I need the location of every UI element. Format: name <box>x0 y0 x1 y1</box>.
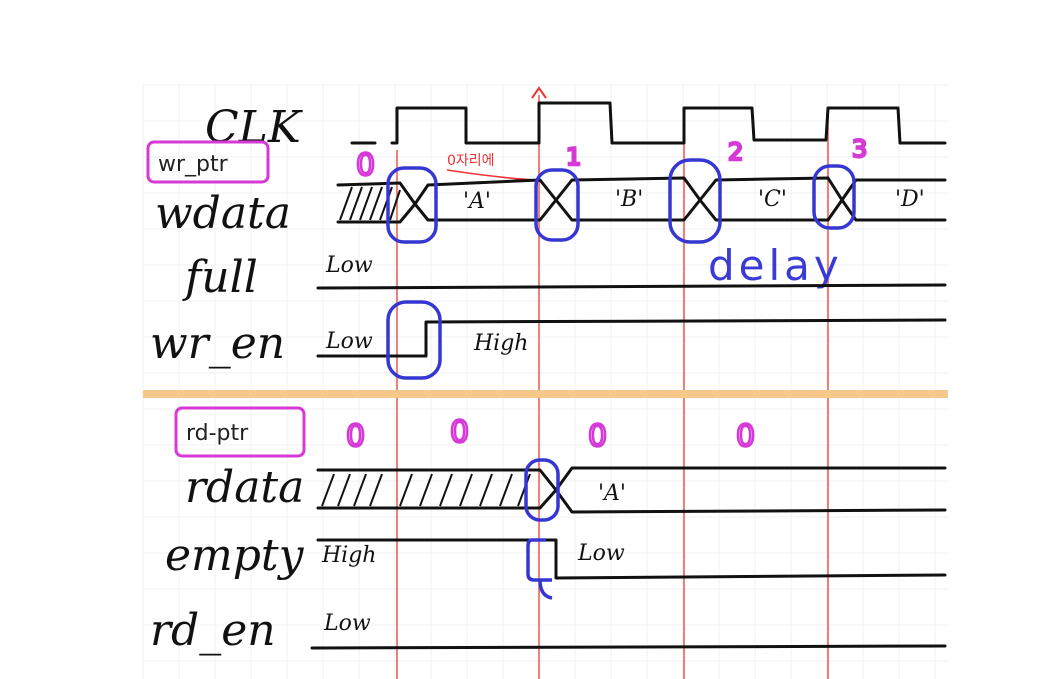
section-divider <box>143 390 948 398</box>
wdata-value-d: 'D' <box>895 187 925 212</box>
wdata-waveform <box>336 176 947 224</box>
rdata-value-a: 'A' <box>598 481 626 506</box>
signal-label-rd-en: rd_en <box>150 605 276 656</box>
signal-label-rd-ptr: rd-ptr <box>186 421 249 446</box>
wr-ptr-value-3: 3 <box>852 135 867 163</box>
rdata-waveform <box>316 466 947 514</box>
wr-en-level-high: High <box>473 331 528 356</box>
signal-label-full: full <box>182 252 258 303</box>
write-note: 0자리에 <box>447 153 495 169</box>
wdata-transition-highlight-2 <box>668 158 722 244</box>
wdata-value-c: 'C' <box>758 187 787 212</box>
signal-label-empty: empty <box>165 530 305 581</box>
rdata-transition-highlight <box>524 458 560 522</box>
rd-ptr-value-1: 0 <box>450 415 469 450</box>
rd-ptr-highlight-box <box>174 406 306 458</box>
wr-ptr-highlight-box <box>146 140 270 184</box>
rd-en-level-low: Low <box>323 611 371 636</box>
wdata-transition-highlight-0 <box>386 166 438 244</box>
delay-annotation: delay <box>708 241 843 290</box>
empty-level-high: High <box>321 543 376 568</box>
rd-ptr-value-0: 0 <box>346 419 365 454</box>
note-arrow <box>446 169 537 181</box>
rd-en-waveform <box>310 644 947 650</box>
signal-label-rdata: rdata <box>185 462 304 513</box>
wr-ptr-value-1: 1 <box>566 143 581 171</box>
signal-label-wr-ptr: wr_ptr <box>158 152 229 177</box>
signal-label-clk: CLK <box>205 102 303 153</box>
full-level-low: Low <box>325 253 373 278</box>
rd-ptr-value-2: 0 <box>588 419 607 454</box>
wdata-value-b: 'B' <box>615 187 643 212</box>
rd-ptr-value-3: 0 <box>736 419 755 454</box>
wr-ptr-value-2: 2 <box>728 138 743 166</box>
full-waveform <box>316 283 947 290</box>
wr-en-waveform <box>316 318 947 358</box>
empty-transition-highlight <box>526 538 553 600</box>
clk-waveform <box>350 101 947 145</box>
signal-label-wdata: wdata <box>155 188 291 239</box>
wdata-transition-highlight-1 <box>534 168 580 242</box>
arrow-icon <box>531 86 547 99</box>
wdata-transition-highlight-3 <box>812 164 856 230</box>
wr-en-transition-highlight <box>386 300 442 380</box>
signal-label-wr-en: wr_en <box>150 318 285 369</box>
empty-waveform <box>316 538 947 580</box>
empty-level-low: Low <box>577 541 625 566</box>
wr-ptr-value-0: 0 <box>356 148 375 183</box>
wdata-value-a: 'A' <box>463 189 491 214</box>
wr-en-level-low: Low <box>325 329 373 354</box>
